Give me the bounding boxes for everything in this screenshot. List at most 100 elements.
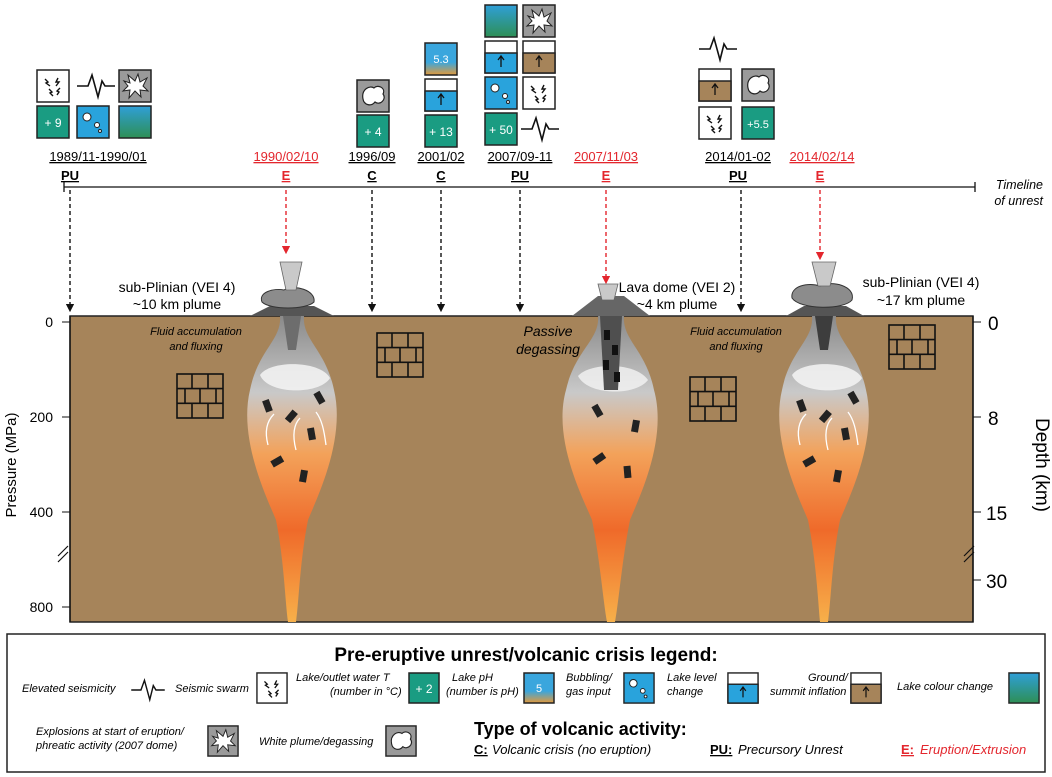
lake-level-icon [424, 78, 458, 112]
eruption-2007-style: Lava dome (VEI 2) [619, 279, 736, 295]
legend-inflation: Ground/ [808, 672, 849, 684]
legend-lake-colour: Lake colour change [897, 681, 993, 693]
magma-body-2007 [562, 316, 658, 622]
event-date: 1989/11-1990/01 [49, 149, 146, 164]
magma-body-2014 [779, 316, 869, 622]
passive-degassing-label-2: degassing [516, 341, 580, 357]
lake-temp-icon [424, 114, 458, 148]
event-date: 2014/01-02 [705, 149, 771, 164]
legend-explosions: Explosions at start of eruption/ [36, 726, 185, 738]
legend-lake-temp: Lake/outlet water T [296, 672, 391, 684]
bubbling-icon [623, 672, 655, 704]
event-type: PU [61, 168, 79, 183]
white-plume-icon [356, 79, 390, 113]
icons-1996: + 4 [356, 79, 390, 148]
event-type: E [816, 168, 825, 183]
legend-lake-temp-2: (number in °C) [330, 686, 402, 698]
lake-temp-icon [36, 105, 70, 139]
legend-e-key: E: [901, 742, 914, 757]
white-plume-icon [741, 68, 775, 102]
legend-white-plume: White plume/degassing [259, 736, 374, 748]
legend-pu-key: PU: [710, 742, 732, 757]
pressure-tick: 800 [30, 599, 54, 615]
seismic-swarm-icon [256, 672, 288, 704]
event-type: PU [729, 168, 747, 183]
timeline-bar: Timeline of unrest [63, 178, 1044, 208]
legend-title: Pre-eruptive unrest/volcanic crisis lege… [334, 645, 717, 666]
lake-temp-icon [484, 112, 518, 146]
event-type: C [436, 168, 446, 183]
vent-2007 [572, 283, 650, 316]
legend-inflation-2: summit inflation [770, 686, 846, 698]
vent-2014 [786, 261, 864, 316]
elevated-seismicity-icon [520, 117, 560, 141]
explosion-icon [207, 725, 239, 757]
legend-bubbling-2: gas input [566, 686, 612, 698]
pressure-tick: 0 [45, 314, 53, 330]
event-type: C [367, 168, 377, 183]
depth-axis-label: Depth (km) [1031, 418, 1052, 512]
lake-colour-icon [118, 105, 152, 139]
lake-temp-value: + 4 [364, 125, 381, 139]
legend-explosions-2: phreatic activity (2007 dome) [35, 740, 178, 752]
legend-elevated-seismicity: Elevated seismicity [22, 683, 117, 695]
bubbling-icon [76, 105, 110, 139]
lake-ph-icon [424, 42, 458, 76]
lake-level-icon [727, 672, 759, 704]
lake-level-icon [484, 40, 518, 74]
bubbling-icon [484, 76, 518, 110]
legend-bubbling: Bubbling/ [566, 672, 613, 684]
event-date: 2014/02/14 [789, 149, 854, 164]
seismic-swarm-icon [698, 106, 732, 140]
passive-degassing-label: Passive [523, 323, 572, 339]
depth-tick: 0 [988, 314, 999, 335]
pressure-axis-label: Pressure (MPa) [3, 412, 20, 517]
lake-temp-value: +5.5 [747, 119, 769, 131]
fluid-accumulation-label-2: and fluxing [169, 341, 223, 353]
lake-temp-icon [356, 114, 390, 148]
depth-axis: 0 8 15 30 Depth (km) [963, 314, 1052, 622]
legend-lake-temp-value: + 2 [415, 682, 432, 696]
event-type: E [282, 168, 291, 183]
eruption-2007-plume: ~4 km plume [637, 296, 718, 312]
icons-2001: 5.3 + 13 [424, 42, 458, 148]
lake-ph-icon [523, 672, 555, 704]
event-date: 2007/09-11 [488, 149, 553, 164]
legend-pu-desc: Precursory Unrest [738, 742, 844, 757]
timeline-label: Timeline [996, 178, 1043, 192]
eruption-1990-plume: ~10 km plume [133, 296, 222, 312]
inflation-icon [698, 68, 732, 102]
timeline-label-2: of unrest [994, 194, 1043, 208]
inflation-icon [850, 672, 882, 704]
legend-lake-level-2: change [667, 686, 703, 698]
legend-seismic-swarm: Seismic swarm [175, 683, 249, 695]
elevated-seismicity-icon [698, 37, 738, 61]
lake-temp-icon [741, 106, 775, 140]
lake-temp-value: + 13 [429, 125, 453, 139]
eruption-2014-plume: ~17 km plume [877, 292, 966, 308]
fluid-accumulation-label-2: and fluxing [709, 341, 763, 353]
depth-tick: 15 [986, 504, 1007, 525]
fluid-accumulation-label: Fluid accumulation [150, 326, 242, 338]
legend-e-desc: Eruption/Extrusion [920, 742, 1026, 757]
activity-type-title: Type of volcanic activity: [474, 719, 687, 739]
vent-1990 [250, 261, 334, 316]
legend-lake-level: Lake level [667, 672, 717, 684]
seismic-swarm-icon [36, 69, 70, 103]
legend-lake-ph-value: 5 [536, 683, 542, 695]
lake-ph-value: 5.3 [433, 54, 448, 66]
depth-tick: 30 [986, 572, 1007, 593]
inflation-icon [522, 40, 556, 74]
pressure-tick: 200 [30, 409, 54, 425]
pressure-axis: 0 200 400 800 Pressure (MPa) [3, 314, 71, 622]
eruption-2014-style: sub-Plinian (VEI 4) [863, 274, 980, 290]
lake-colour-icon [1008, 672, 1040, 704]
lake-temp-value: + 50 [489, 123, 513, 137]
depth-tick: 8 [988, 409, 999, 430]
event-type: PU [511, 168, 529, 183]
magma-body-1990 [247, 316, 337, 622]
lake-temp-icon [408, 672, 440, 704]
lake-temp-value: + 9 [44, 116, 61, 130]
icons-2014: +5.5 [698, 37, 775, 140]
legend-lake-ph: Lake pH [452, 672, 493, 684]
